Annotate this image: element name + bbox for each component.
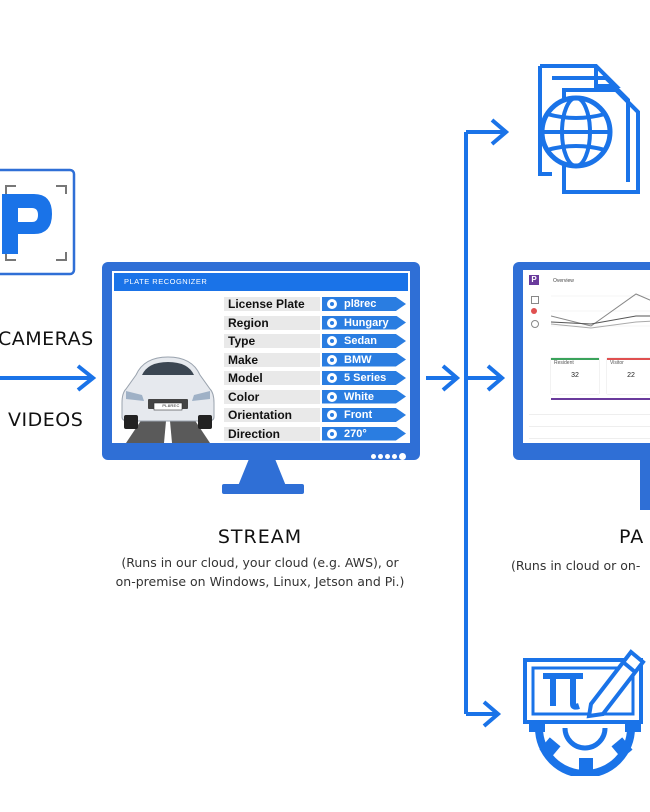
field-row-region: Region Hungary	[224, 315, 406, 330]
target-icon	[327, 410, 337, 420]
table-row	[529, 428, 650, 439]
field-row-make: Make BMW	[224, 352, 406, 367]
car-illustration	[118, 351, 218, 443]
monitor-base	[222, 484, 304, 494]
dashboard-screen: P Overview Resident 32 Visitor 22	[523, 270, 650, 443]
globe-document-icon	[520, 62, 650, 198]
branch-connector	[458, 118, 514, 730]
alert-icon	[531, 308, 537, 314]
field-label: Type	[224, 334, 320, 348]
field-value: Front	[322, 408, 406, 422]
field-value: Hungary	[322, 315, 406, 330]
target-icon	[327, 354, 337, 365]
menu-icon	[531, 296, 539, 304]
stream-title: STREAM	[217, 526, 303, 548]
field-label: Make	[224, 352, 320, 367]
field-row-orientation: Orientation Front	[224, 408, 406, 422]
settings-icon	[531, 320, 539, 328]
table-row	[529, 404, 650, 415]
field-value: BMW	[322, 352, 406, 367]
field-label: Orientation	[224, 408, 320, 422]
plate-text: PL8REC	[162, 403, 180, 408]
parking-camera-icon	[0, 168, 78, 276]
dashboard-monitor: P Overview Resident 32 Visitor 22	[513, 262, 650, 460]
target-icon	[327, 391, 337, 402]
table-header-bar	[551, 398, 650, 400]
line-chart	[551, 293, 650, 329]
engineering-gear-icon	[521, 640, 650, 776]
field-row-model: Model 5 Series	[224, 371, 406, 385]
stream-caption: (Runs in our cloud, your cloud (e.g. AWS…	[115, 555, 405, 589]
field-row-type: Type Sedan	[224, 334, 406, 348]
parking-title-fragment: PA	[619, 526, 645, 548]
stat-resident: Resident 32	[551, 358, 599, 394]
target-icon	[327, 428, 337, 439]
input-arrow	[0, 363, 100, 393]
field-value: pl8rec	[322, 297, 406, 311]
pager-dots	[369, 446, 406, 464]
cameras-label: CAMERAS	[0, 328, 94, 350]
field-label: License Plate	[224, 297, 320, 311]
field-value: Sedan	[322, 334, 406, 348]
output-arrow	[426, 363, 462, 393]
stat-visitor: Visitor 22	[607, 358, 650, 394]
field-row-license-plate: License Plate pl8rec	[224, 297, 406, 311]
target-icon	[327, 317, 337, 328]
field-label: Direction	[224, 426, 320, 441]
field-row-color: Color White	[224, 389, 406, 404]
stream-monitor: PLATE RECOGNIZER PL8REC License Plate pl…	[102, 262, 420, 460]
target-icon	[327, 373, 337, 383]
field-label: Region	[224, 315, 320, 330]
dashboard-stand	[640, 460, 650, 510]
target-icon	[327, 299, 337, 309]
field-label: Model	[224, 371, 320, 385]
dashboard-logo: P	[529, 275, 539, 285]
monitor-stand	[238, 460, 286, 486]
field-label: Color	[224, 389, 320, 404]
field-row-direction: Direction 270°	[224, 426, 406, 441]
field-value: 5 Series	[322, 371, 406, 385]
field-value: White	[322, 389, 406, 404]
stream-screen: PLATE RECOGNIZER PL8REC License Plate pl…	[112, 271, 410, 443]
table-row	[529, 416, 650, 427]
overview-label: Overview	[553, 278, 574, 284]
screen-header: PLATE RECOGNIZER	[114, 273, 408, 291]
videos-label: VIDEOS	[8, 409, 84, 431]
parking-caption-fragment: (Runs in cloud or on-	[511, 558, 641, 573]
target-icon	[327, 336, 337, 346]
field-value: 270°	[322, 426, 406, 441]
